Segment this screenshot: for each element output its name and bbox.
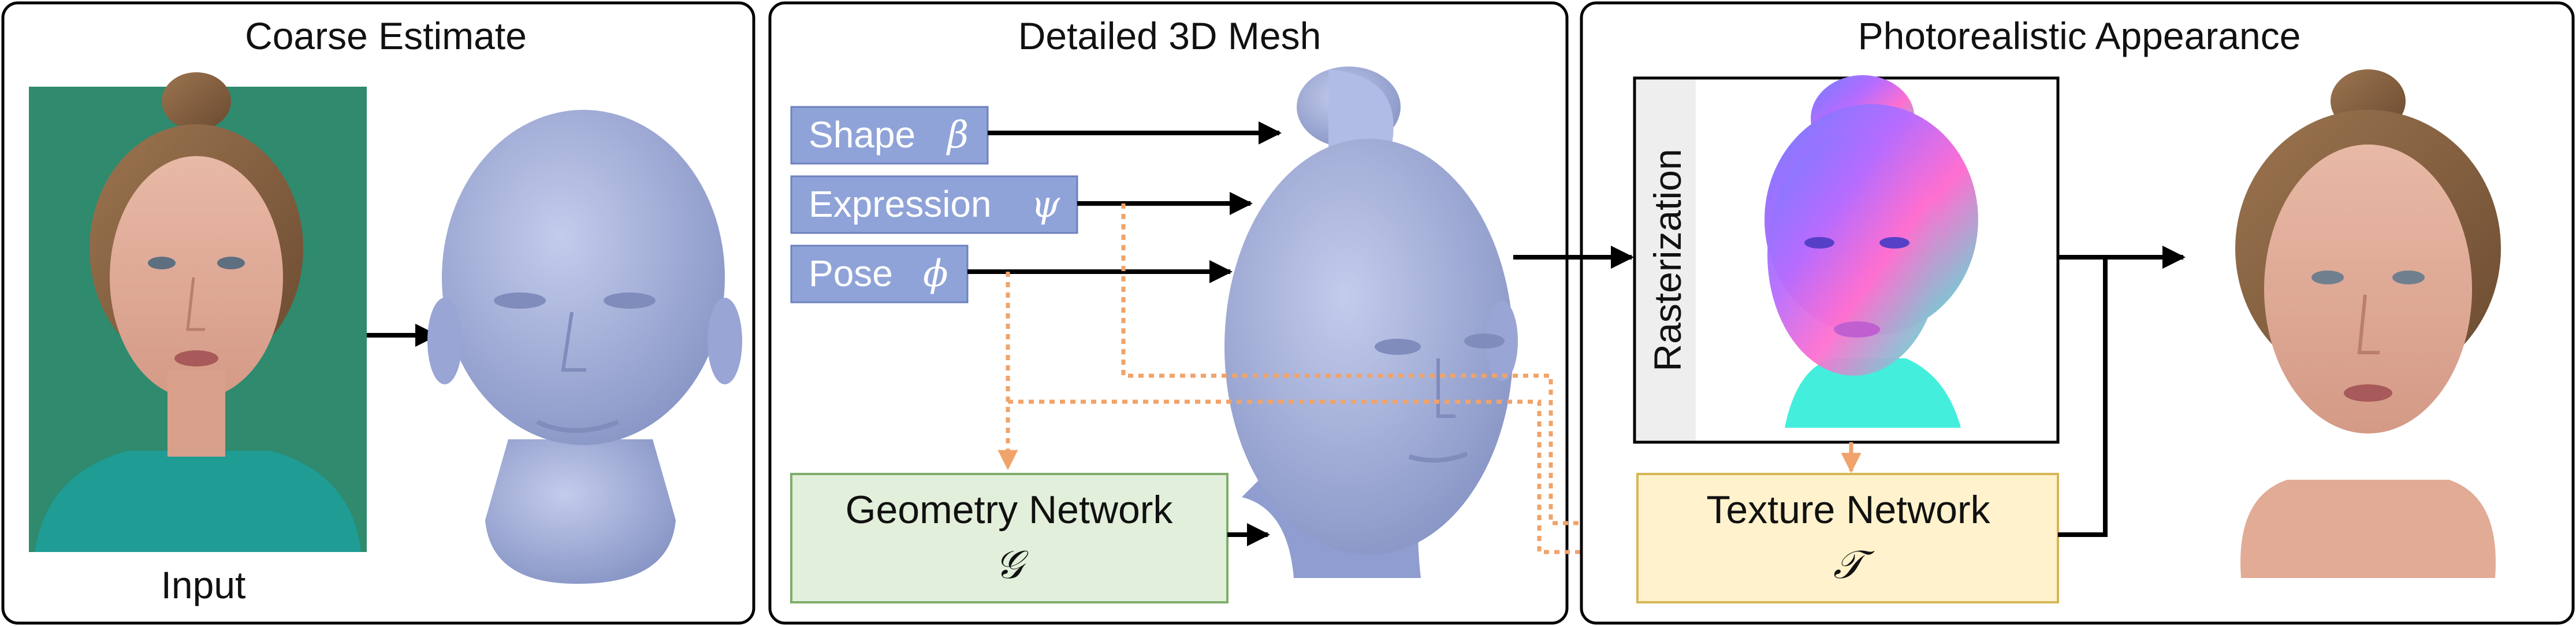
- geometry-network: Geometry Network 𝒢: [790, 473, 1229, 603]
- rasterization-label: Rasterization: [1646, 149, 1689, 371]
- texture-network-label: Texture Network: [1706, 488, 1990, 532]
- panel-detailed-mesh: Detailed 3D Mesh Shape β Expression ψ Po…: [768, 1, 1637, 625]
- geometry-network-label: Geometry Network: [846, 488, 1174, 532]
- geometry-network-symbol: 𝒢: [995, 542, 1029, 588]
- param-shape: Shape β: [790, 106, 989, 165]
- param-shape-label: Shape: [809, 114, 915, 155]
- input-photo: [29, 72, 367, 552]
- coarse-mesh-head: [427, 110, 742, 584]
- detailed-mesh-head: [1224, 66, 1518, 578]
- param-expression: Expression ψ: [790, 175, 1078, 234]
- panel-appearance-title: Photorealistic Appearance: [1858, 14, 2301, 57]
- input-label: Input: [161, 564, 246, 606]
- panel-appearance: Photorealistic Appearance Rasterization: [1513, 1, 2575, 625]
- texture-network: Texture Network 𝒯: [1636, 473, 2059, 603]
- geometry-network-box: [790, 473, 1229, 603]
- line-texture-to-merge: [2058, 257, 2108, 537]
- panel-coarse-estimate: Coarse Estimate Input: [1, 1, 755, 625]
- param-pose: Pose ϕ: [790, 245, 969, 303]
- param-pose-label: Pose: [809, 253, 893, 294]
- input-eye-left: [148, 257, 176, 269]
- panel-mesh-title: Detailed 3D Mesh: [1018, 14, 1321, 57]
- param-shape-symbol: β: [946, 114, 969, 157]
- input-eye-right: [217, 257, 245, 269]
- rasterization-block: Rasterization: [1633, 75, 2060, 444]
- texture-network-box: [1636, 473, 2059, 603]
- param-pose-symbol: ϕ: [923, 253, 948, 295]
- panel-coarse-title: Coarse Estimate: [245, 14, 527, 57]
- param-expression-symbol: ψ: [1031, 183, 1060, 226]
- dotted-expression-to-texture: [1121, 203, 1637, 534]
- normal-map-render: [1765, 75, 1978, 428]
- param-expression-label: Expression: [809, 183, 992, 225]
- rasterization-strip: [1636, 80, 1696, 440]
- output-photo: [2235, 69, 2501, 578]
